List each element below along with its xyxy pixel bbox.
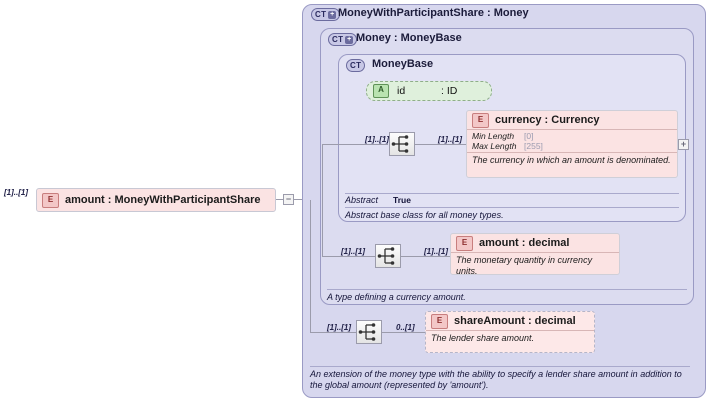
root-element-collapse-toggle[interactable]: − xyxy=(283,194,294,205)
connector-trunk-l3 xyxy=(310,200,311,332)
connector-to-seq-shareamount xyxy=(310,332,358,333)
element-currency-documentation: The currency in which an amount is denom… xyxy=(467,152,677,168)
panel-l2-expand-icon[interactable]: + xyxy=(345,35,354,44)
element-shareamount-documentation: The lender share amount. xyxy=(426,330,594,346)
seq-shareamount-right-cardinality: 0..[1] xyxy=(396,323,415,332)
element-currency-box[interactable]: E currency : Currency Min Length [0] Max… xyxy=(466,110,678,178)
attribute-badge-icon: A xyxy=(373,84,389,98)
panel-l3-title: MoneyBase xyxy=(372,58,434,70)
attribute-id-type: : ID xyxy=(441,85,458,97)
seq-shareamount-left-cardinality: [1]..[1] xyxy=(327,323,351,332)
moneywithparticipantshare-documentation: An extension of the money type with the … xyxy=(310,366,690,392)
facet-key: Min Length xyxy=(472,131,515,141)
attribute-id-box[interactable]: A id : ID xyxy=(366,81,492,101)
connector-seq-shareamount-to-element xyxy=(382,332,426,333)
root-element-box[interactable]: E amount : MoneyWithParticipantShare xyxy=(36,188,276,212)
panel-l1-expand-icon[interactable]: + xyxy=(328,10,337,19)
element-shareamount-label: shareAmount : decimal xyxy=(454,315,576,327)
panel-l1-ct-label: CT xyxy=(315,10,327,19)
root-element-label: amount : MoneyWithParticipantShare xyxy=(65,194,261,206)
seq-amount-right-cardinality: [1]..[1] xyxy=(424,247,448,256)
moneybase-abstract-strip: Abstract True xyxy=(345,193,679,206)
element-amount-box[interactable]: E amount : decimal The monetary quantity… xyxy=(450,233,620,276)
panel-l3-ct-tag: CT xyxy=(346,59,366,72)
sequence-compositor-shareamount-icon[interactable] xyxy=(356,320,382,344)
seq-currency-right-cardinality: [1]..[1] xyxy=(438,135,462,144)
element-amount-label: amount : decimal xyxy=(479,237,570,249)
element-shareamount-box[interactable]: E shareAmount : decimal The lender share… xyxy=(425,311,595,353)
element-badge-icon: E xyxy=(42,192,59,208)
panel-l2-title: Money : MoneyBase xyxy=(356,32,462,44)
moneybase-documentation: Abstract base class for all money types. xyxy=(345,207,679,220)
element-shareamount-badge-icon: E xyxy=(431,313,448,329)
panel-l1-ct-tag: CT + xyxy=(311,8,341,21)
connector-to-seq-amount xyxy=(322,256,378,257)
facet-key: Max Length xyxy=(472,141,517,151)
attribute-id-name: id xyxy=(397,85,406,97)
connector-root-left xyxy=(276,199,284,200)
connector-seq-currency-to-element xyxy=(415,144,467,145)
sequence-compositor-currency-icon[interactable] xyxy=(389,132,415,156)
money-documentation: A type defining a currency amount. xyxy=(327,289,687,302)
connector-to-seq-currency xyxy=(322,144,388,145)
element-amount-badge-icon: E xyxy=(456,235,473,251)
facet-value: [0] xyxy=(524,131,534,141)
connector-trunk-l2 xyxy=(322,200,323,256)
seq-currency-left-cardinality: [1]..[1] xyxy=(365,135,389,144)
element-currency-expand-toggle[interactable]: + xyxy=(678,139,689,150)
element-amount-documentation: The monetary quantity in currency units. xyxy=(451,252,619,279)
abstract-key: Abstract xyxy=(345,194,379,205)
element-currency-label: currency : Currency xyxy=(495,114,600,126)
facet-row: Min Length [0] xyxy=(472,131,672,141)
facet-value: [255] xyxy=(524,141,543,151)
facet-row: Max Length [255] xyxy=(472,141,672,151)
panel-l3-ct-label: CT xyxy=(350,61,362,70)
connector-seq-amount-to-element xyxy=(401,256,451,257)
element-currency-badge-icon: E xyxy=(472,112,489,128)
panel-l2-ct-label: CT xyxy=(332,35,344,44)
panel-l2-ct-tag: CT + xyxy=(328,33,358,46)
seq-amount-left-cardinality: [1]..[1] xyxy=(341,247,365,256)
root-element-cardinality: [1]..[1] xyxy=(4,188,28,197)
panel-l1-title: MoneyWithParticipantShare : Money xyxy=(338,7,529,19)
sequence-compositor-amount-icon[interactable] xyxy=(375,244,401,268)
connector-trunk-l1 xyxy=(322,144,323,200)
abstract-value: True xyxy=(393,194,411,205)
element-currency-facets: Min Length [0] Max Length [255] xyxy=(467,129,677,152)
